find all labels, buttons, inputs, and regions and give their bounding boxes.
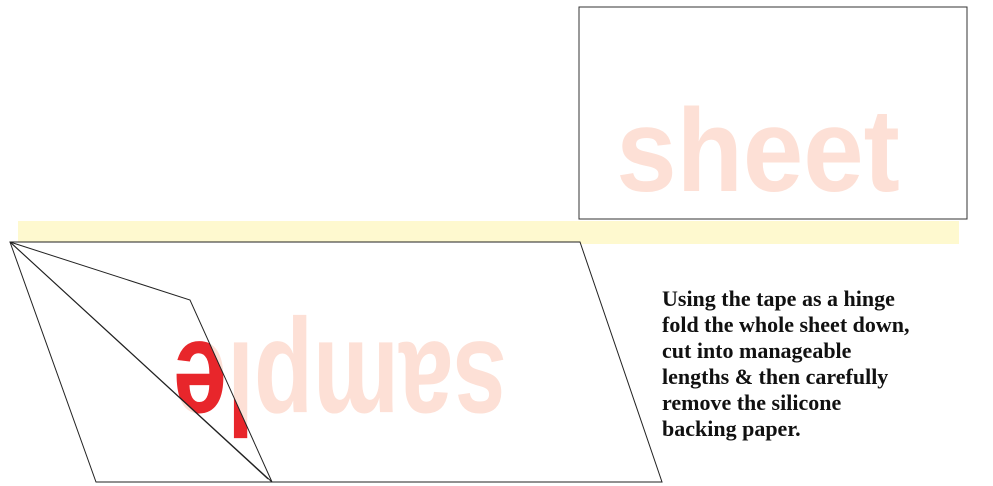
- tape-strip: [18, 221, 959, 244]
- sheet-word: sheet: [616, 85, 900, 217]
- instruction-line-4: lengths & then carefully: [662, 364, 993, 390]
- instruction-text: Using the tape as a hinge fold the whole…: [662, 286, 993, 442]
- instruction-line-1: Using the tape as a hinge: [662, 286, 993, 312]
- instruction-line-3: cut into manageable: [662, 338, 993, 364]
- instruction-line-2: fold the whole sheet down,: [662, 312, 993, 338]
- instruction-line-5: remove the silicone: [662, 390, 993, 416]
- instruction-line-6: backing paper.: [662, 416, 993, 442]
